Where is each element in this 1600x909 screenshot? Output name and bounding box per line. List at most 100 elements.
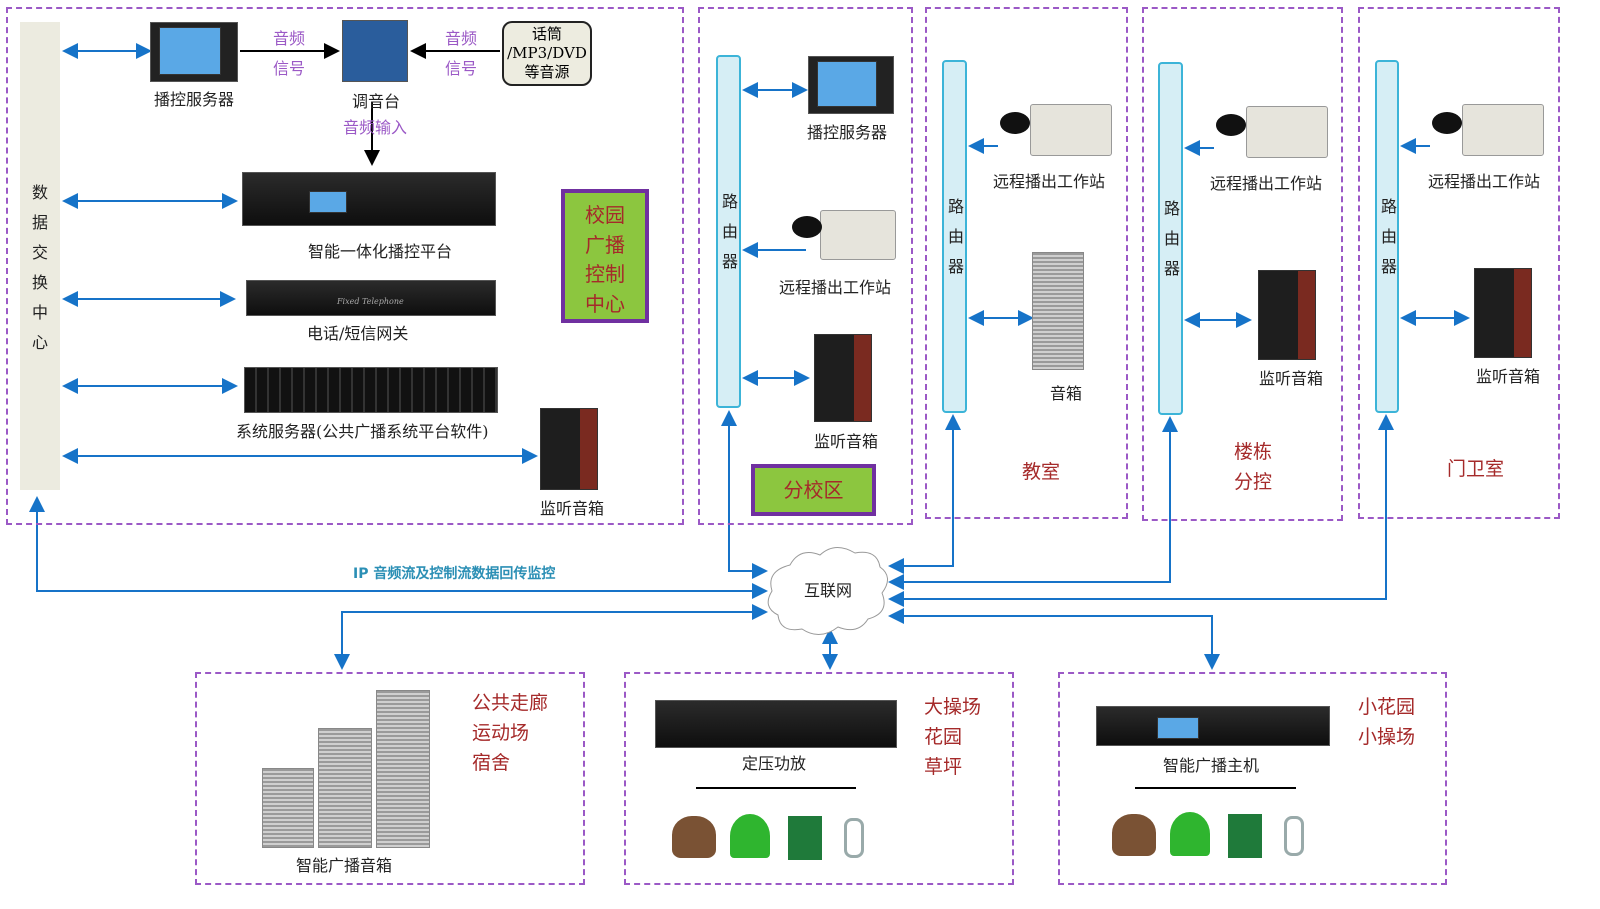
router-char: 器 xyxy=(1380,257,1397,276)
monitor-label: 监听音箱 xyxy=(814,432,879,451)
source-line: 等音源 xyxy=(524,63,570,81)
garden-speaker-icon xyxy=(1284,816,1304,856)
control-center-title: 校园 广播 控制 中心 xyxy=(561,189,649,323)
monitor-speaker-icon xyxy=(540,408,598,490)
audio-signal-label: 信号 xyxy=(273,59,306,78)
play-server-icon xyxy=(808,56,894,114)
classroom-region xyxy=(925,7,1128,519)
rock-speaker-icon xyxy=(1112,814,1156,856)
title-line: 中心 xyxy=(585,291,625,316)
zone-corridor-region xyxy=(195,672,585,885)
place-label: 小操场 xyxy=(1358,726,1416,748)
mic-icon xyxy=(1216,114,1246,136)
place-label: 草坪 xyxy=(924,756,963,778)
remote-station-label: 远程播出工作站 xyxy=(993,172,1106,191)
lawn-speaker-icon xyxy=(788,816,822,860)
building-region xyxy=(1142,7,1343,521)
smart-host-label: 智能广播主机 xyxy=(1163,756,1260,775)
router-char: 路 xyxy=(721,192,738,211)
classroom-title: 教室 xyxy=(1022,461,1061,483)
title-line: 校园 xyxy=(585,203,625,227)
title-line: 广播 xyxy=(585,232,625,257)
place-label: 小花园 xyxy=(1358,696,1416,718)
amplifier-label: 定压功放 xyxy=(742,754,807,773)
mixer-label: 调音台 xyxy=(352,92,401,111)
monitor-speaker-icon xyxy=(1474,268,1532,358)
place-label: 公共走廊 xyxy=(472,692,549,714)
monitor-speaker-icon xyxy=(814,334,872,422)
audio-signal-label: 信号 xyxy=(445,59,478,78)
remote-station-label: 远程播出工作站 xyxy=(1210,174,1323,193)
mushroom-speaker-icon xyxy=(730,814,770,858)
exchange-char: 交 xyxy=(31,243,48,262)
router: 路由器 xyxy=(1158,62,1183,415)
smart-host-icon xyxy=(1096,706,1330,746)
system-server-label: 系统服务器(公共广播系统平台软件) xyxy=(236,422,489,441)
speaker-label: 音箱 xyxy=(1050,384,1083,403)
remote-station-label: 远程播出工作站 xyxy=(1428,172,1541,191)
place-label: 大操场 xyxy=(924,696,982,718)
router-char: 器 xyxy=(1163,259,1180,278)
exchange-char: 中 xyxy=(31,303,48,322)
title-line: 控制 xyxy=(585,262,625,286)
monitor-label: 监听音箱 xyxy=(1259,369,1324,388)
title-line: 楼栋 xyxy=(1234,441,1273,463)
router: 路由器 xyxy=(716,55,741,408)
mic-icon xyxy=(1000,112,1030,134)
zone-places: 小花园小操场 xyxy=(1358,692,1415,752)
zone-playground-region xyxy=(624,672,1014,885)
router-char: 路 xyxy=(1163,199,1180,218)
smart-speaker-label: 智能广播音箱 xyxy=(296,856,393,875)
place-label: 花园 xyxy=(924,726,963,748)
router-char: 路 xyxy=(1380,197,1397,216)
remote-station-icon xyxy=(1030,104,1112,156)
internet-label: 互联网 xyxy=(804,581,853,600)
lawn-speaker-icon xyxy=(1228,814,1262,858)
branch-campus-region xyxy=(698,7,913,525)
building-title: 楼栋分控 xyxy=(1234,437,1272,497)
gateway-icon: Fixed Telephone xyxy=(246,280,496,316)
column-speaker-icon xyxy=(1032,252,1084,370)
router-char: 由 xyxy=(721,222,738,241)
remote-station-icon xyxy=(820,210,896,260)
exchange-char: 心 xyxy=(31,333,48,352)
zone-places: 大操场花园草坪 xyxy=(924,692,981,782)
place-label: 宿舍 xyxy=(472,752,511,774)
remote-station-label: 远程播出工作站 xyxy=(779,278,892,297)
monitor-label: 监听音箱 xyxy=(1476,367,1541,386)
router: 路由器 xyxy=(1375,60,1399,413)
ip-monitor-label: IP 音频流及控制流数据回传监控 xyxy=(353,566,556,582)
router: 路由器 xyxy=(942,60,967,413)
router-char: 器 xyxy=(721,252,738,271)
play-server-label: 播控服务器 xyxy=(807,123,888,142)
mic-icon xyxy=(1432,112,1462,134)
zone-garden-region xyxy=(1058,672,1447,885)
router-char: 器 xyxy=(947,257,964,276)
gateway-brand: Fixed Telephone xyxy=(337,297,404,306)
monitor-label: 监听音箱 xyxy=(540,499,605,518)
control-center-region xyxy=(6,7,684,525)
garden-speaker-icon xyxy=(844,818,864,858)
remote-station-icon xyxy=(1462,104,1544,156)
mic-icon xyxy=(792,216,822,238)
data-exchange-center: 数 据 交 换 中 心 xyxy=(20,22,60,490)
internet-cloud xyxy=(767,547,888,635)
rock-speaker-icon xyxy=(672,816,716,858)
router-char: 由 xyxy=(1380,227,1397,246)
mixer-icon xyxy=(342,20,408,82)
audio-signal-label: 音频 xyxy=(445,29,478,48)
source-line: /MP3/DVD xyxy=(507,44,587,62)
exchange-char: 据 xyxy=(31,213,48,232)
platform-label: 智能一体化播控平台 xyxy=(308,242,453,261)
source-line: 话筒 xyxy=(531,25,562,43)
router-char: 由 xyxy=(947,227,964,246)
gate-title: 门卫室 xyxy=(1447,458,1505,480)
router-char: 路 xyxy=(947,197,964,216)
mushroom-speaker-icon xyxy=(1170,812,1210,856)
play-server-label: 播控服务器 xyxy=(154,90,235,109)
play-server-icon xyxy=(150,22,238,82)
audio-source-box: 话筒 /MP3/DVD 等音源 xyxy=(502,21,592,86)
router-char: 由 xyxy=(1163,229,1180,248)
